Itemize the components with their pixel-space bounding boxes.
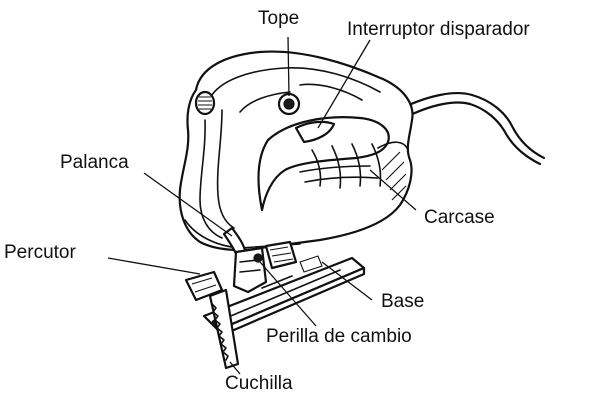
lock-button (279, 94, 299, 114)
label-percutor: Percutor (4, 242, 76, 263)
label-base: Base (381, 291, 424, 312)
label-carcase: Carcase (424, 207, 495, 228)
power-cord (402, 93, 544, 164)
label-palanca: Palanca (60, 152, 129, 173)
label-interruptor-disparador: Interruptor disparador (347, 19, 530, 40)
label-tope: Tope (258, 8, 299, 29)
label-cuchilla: Cuchilla (225, 373, 293, 394)
label-perilla-de-cambio: Perilla de cambio (266, 326, 412, 347)
housing-body (180, 52, 413, 250)
orbital-knob (266, 242, 296, 268)
